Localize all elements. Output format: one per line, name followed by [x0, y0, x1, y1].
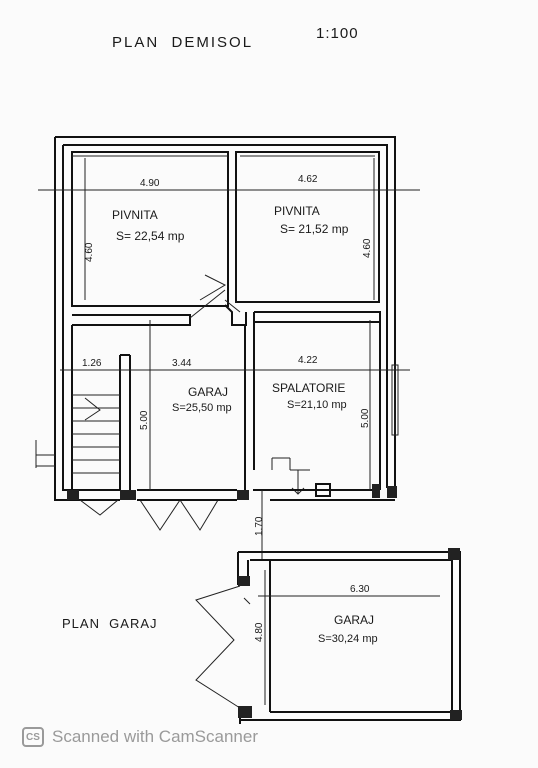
plan-scale: 1:100	[316, 25, 359, 42]
right-window	[391, 364, 399, 436]
garage-dimension-lines	[243, 570, 440, 705]
dim-garaj-depth: 5.00	[139, 410, 150, 430]
camscanner-logo-icon: CS	[22, 727, 44, 747]
room-garaj-name: GARAJ	[188, 385, 228, 399]
dim-pivnita1-width: 4.90	[140, 178, 160, 189]
room-pivnita2-name: PIVNITA	[274, 204, 320, 218]
dim-garaj2-depth: 4.80	[254, 622, 265, 642]
room-garaj-area: S=25,50 mp	[172, 402, 232, 414]
dim-spalatorie-depth: 5.00	[360, 408, 371, 428]
camscanner-watermark: CS Scanned with CamScanner	[22, 726, 258, 748]
outer-walls	[54, 136, 396, 501]
room-spalatorie-name: SPALATORIE	[272, 381, 345, 395]
dim-stair-width: 1.26	[82, 358, 102, 369]
dim-pivnita2-height: 4.60	[362, 238, 373, 258]
staircase	[72, 394, 310, 495]
dim-garaj2-width: 6.30	[350, 584, 370, 595]
watermark-text: Scanned with CamScanner	[52, 727, 259, 746]
dimension-lines	[38, 158, 420, 560]
plan-title: PLAN DEMISOL	[112, 34, 253, 51]
pivnita-walls	[71, 144, 380, 307]
room-pivnita1-area: S= 22,54 mp	[116, 229, 185, 243]
room-garaj2-area: S=30,24 mp	[318, 633, 378, 645]
room-pivnita2-area: S= 21,52 mp	[280, 222, 349, 236]
garage-plan-title: PLAN GARAJ	[62, 616, 158, 631]
dim-pivnita2-width: 4.62	[298, 174, 318, 185]
middle-walls	[71, 304, 381, 490]
dim-gap: 1.70	[254, 516, 265, 536]
dim-spalatorie-width: 4.22	[298, 355, 318, 366]
dim-garaj-width: 3.44	[172, 358, 192, 369]
garage-walls	[195, 548, 462, 724]
bottom-wall	[35, 440, 397, 501]
room-garaj2-name: GARAJ	[334, 613, 374, 627]
room-spalatorie-area: S=21,10 mp	[287, 399, 347, 411]
room-pivnita1-name: PIVNITA	[112, 208, 158, 222]
dim-pivnita1-height: 4.60	[84, 242, 95, 262]
